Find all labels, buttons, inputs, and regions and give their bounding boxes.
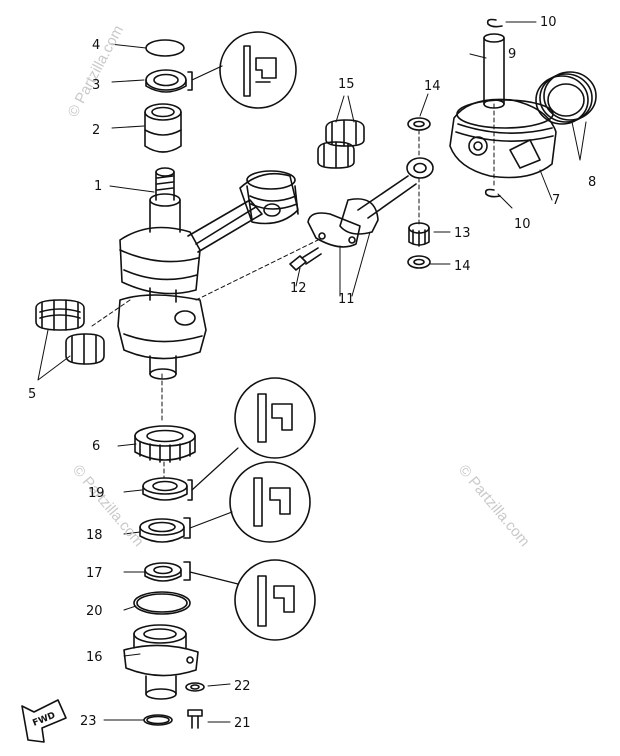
- label-part-3: 3: [92, 78, 100, 93]
- label-part-17: 17: [86, 566, 103, 581]
- part-16-housing: [123, 624, 199, 700]
- part-5-needle-bearing: [35, 299, 105, 365]
- part-6-main-bearing: [134, 425, 196, 463]
- fwd-label: FWD: [31, 711, 57, 729]
- bracket-3: [187, 71, 193, 91]
- part-13-needle-bearing: [408, 222, 430, 247]
- label-part-10-lower: 10: [514, 217, 531, 232]
- label-part-21: 21: [234, 716, 251, 731]
- label-part-13: 13: [454, 226, 471, 241]
- label-part-11: 11: [338, 292, 355, 307]
- detail-circle-top: [219, 31, 297, 109]
- part-17-seal: [144, 562, 182, 582]
- label-part-15: 15: [338, 77, 355, 92]
- watermark-right: © Partzilla.com: [455, 462, 533, 550]
- label-part-9: 9: [508, 47, 516, 62]
- part-18-seal: [139, 518, 185, 543]
- label-part-18: 18: [86, 528, 103, 543]
- part-3-oil-seal: [145, 69, 187, 93]
- detail-circle-2: [229, 461, 311, 543]
- part-11-connecting-rod: [307, 157, 434, 248]
- watermark-left: © Partzilla.com: [69, 462, 147, 550]
- part-4-seal: [145, 39, 185, 57]
- part-10-clip-lower: [484, 188, 501, 198]
- part-1-crankshaft: [117, 167, 207, 380]
- part-7-piston: [449, 98, 557, 179]
- bracket-17: [183, 561, 191, 581]
- label-part-23: 23: [80, 714, 97, 729]
- part-10-clip-upper: [486, 18, 503, 28]
- part-20-o-ring: [133, 591, 191, 615]
- label-part-10-upper: 10: [540, 15, 557, 30]
- label-part-14-lower: 14: [454, 259, 471, 274]
- label-part-8: 8: [588, 175, 596, 190]
- label-part-16: 16: [86, 650, 103, 665]
- part-9-piston-pin: [483, 33, 505, 109]
- label-part-19: 19: [88, 486, 105, 501]
- label-part-5: 5: [28, 387, 36, 402]
- label-part-4: 4: [92, 38, 100, 53]
- label-part-14-upper: 14: [424, 79, 441, 94]
- part-8-piston-rings: [535, 71, 597, 125]
- label-part-12: 12: [290, 281, 307, 296]
- detail-circle-3: [234, 559, 316, 641]
- detail-circle-1: [234, 377, 316, 459]
- label-part-20: 20: [86, 604, 103, 619]
- label-part-6: 6: [92, 439, 100, 454]
- part-2-bearing: [144, 103, 182, 153]
- part-12-bolt: [289, 247, 322, 271]
- fwd-arrow-icon: [21, 699, 67, 743]
- leader-lines: [37, 21, 587, 723]
- label-part-1: 1: [94, 179, 102, 194]
- bracket-18: [183, 517, 191, 539]
- part-23-o-ring: [143, 714, 173, 726]
- part-15-bearing: [317, 119, 365, 169]
- assembled-rod-piston: [187, 170, 299, 253]
- part-22-washer: [185, 682, 205, 692]
- label-part-7: 7: [552, 193, 560, 208]
- label-part-22: 22: [234, 679, 251, 694]
- part-14-washer-upper: [407, 117, 431, 131]
- part-14-washer-lower: [407, 255, 431, 269]
- label-part-2: 2: [92, 123, 100, 138]
- part-21-bolt: [187, 709, 203, 729]
- part-19-seal: [142, 477, 188, 501]
